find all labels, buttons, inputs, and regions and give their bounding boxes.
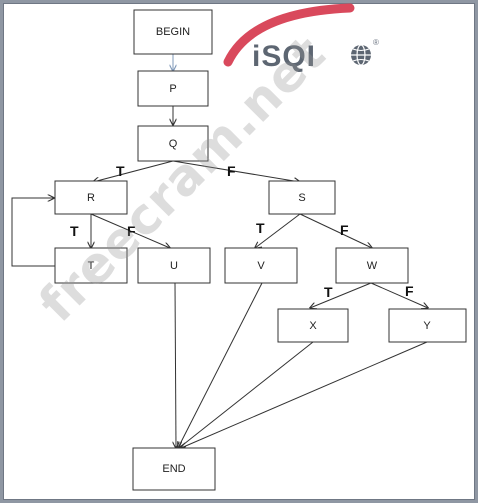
edge-label-w-y: F bbox=[405, 283, 414, 299]
node-r-box bbox=[54, 180, 128, 215]
edge-u-end bbox=[175, 282, 176, 448]
logo-registered: ® bbox=[373, 38, 379, 47]
edge-q-r bbox=[93, 160, 174, 182]
node-x-label: X bbox=[309, 320, 317, 332]
edge-label-q-s: F bbox=[227, 163, 236, 179]
node-p-box bbox=[137, 70, 209, 107]
node-v-label: V bbox=[257, 260, 265, 272]
edge-y-end bbox=[181, 341, 428, 448]
globe-icon bbox=[351, 44, 371, 66]
node-t-label: T bbox=[88, 260, 95, 272]
node-p-label: P bbox=[169, 83, 176, 95]
edges bbox=[11, 54, 428, 448]
edge-label-w-x: T bbox=[324, 284, 333, 300]
node-y-box bbox=[388, 308, 467, 343]
edge-x-end bbox=[179, 341, 314, 448]
edge-label-s-w: F bbox=[340, 222, 349, 238]
node-x-box bbox=[277, 308, 349, 343]
logo-arc bbox=[223, 3, 355, 67]
node-u-label: U bbox=[170, 260, 178, 272]
edge-label-r-t: T bbox=[70, 223, 79, 239]
node-begin-label: BEGIN bbox=[156, 26, 190, 38]
node-v-box bbox=[224, 247, 298, 284]
node-end-label: END bbox=[162, 463, 185, 475]
node-w-box bbox=[335, 247, 409, 284]
node-s-label: S bbox=[298, 192, 305, 204]
node-q-label: Q bbox=[169, 138, 178, 150]
node-t-box bbox=[54, 247, 128, 284]
edge-w-x bbox=[310, 282, 372, 308]
node-end-box bbox=[132, 447, 216, 491]
edge-label-q-r: T bbox=[116, 163, 125, 179]
edge-s-w bbox=[299, 213, 372, 248]
node-s-box bbox=[268, 180, 336, 215]
logo-text: iSQI bbox=[252, 40, 316, 73]
node-r-label: R bbox=[87, 192, 95, 204]
node-begin-box bbox=[133, 9, 213, 55]
edge-q-s bbox=[172, 160, 300, 182]
edge-label-r-u: F bbox=[127, 223, 136, 239]
edge-v-end bbox=[178, 282, 263, 448]
edge-label-s-v: T bbox=[256, 220, 265, 236]
edge-s-v bbox=[255, 213, 301, 248]
node-u-box bbox=[137, 247, 211, 284]
edge-t-r-loop bbox=[11, 198, 55, 267]
edge-r-u bbox=[90, 213, 170, 248]
node-q-box bbox=[137, 125, 209, 162]
edge-w-y bbox=[370, 282, 428, 308]
isqi-logo: iSQI ® bbox=[223, 3, 379, 73]
node-y-label: Y bbox=[423, 320, 431, 332]
node-w-label: W bbox=[367, 260, 378, 272]
